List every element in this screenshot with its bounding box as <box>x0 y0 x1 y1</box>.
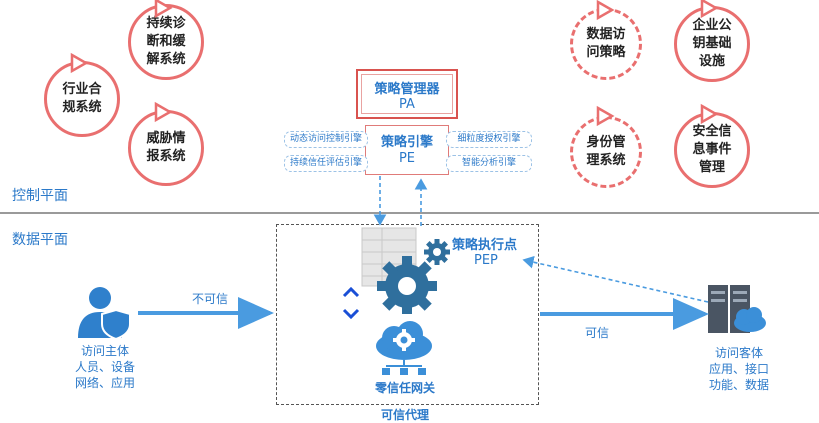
subject-line2: 人员、设备 <box>74 360 135 374</box>
pa-abbr: PA <box>399 97 415 112</box>
pep-gears-graphic <box>361 227 450 314</box>
dynamic-access-control-engine: 动态访问控制引擎 <box>284 131 368 148</box>
shield-icon <box>101 308 131 340</box>
access-subject-user-icon <box>78 287 131 340</box>
zero-trust-gateway-icon <box>376 321 432 375</box>
chevron-down-icon <box>342 308 360 320</box>
object-line2: 应用、接口 <box>708 362 769 376</box>
cdm-system-circle: 持续诊 断和缓 解系统 <box>128 4 204 80</box>
fine-grained-auth-engine: 细粒度授权引擎 <box>446 131 532 148</box>
policy-administrator-box: 策略管理器 PA <box>356 69 458 119</box>
trusted-proxy-box <box>276 224 539 405</box>
object-title: 访问客体 <box>714 346 763 360</box>
right-circle-markers <box>596 0 719 127</box>
access-object-server-icon <box>708 285 766 333</box>
pe-abbr: PE <box>398 151 416 166</box>
untrusted-label: 不可信 <box>192 292 229 306</box>
identity-management-circle: 身份管 理系统 <box>570 116 642 188</box>
subject-title: 访问主体 <box>80 344 129 358</box>
pep-abbr: PEP <box>474 253 498 268</box>
policy-engine-box: 策略引擎 PE <box>365 125 449 175</box>
pep-title: 策略执行点 <box>452 238 518 253</box>
expand-collapse-chevrons <box>342 286 360 320</box>
siem-circle: 安全信 息事件 管理 <box>674 112 750 188</box>
subject-line3: 网络、应用 <box>74 376 135 390</box>
marker-triangle <box>154 101 173 123</box>
object-line3: 功能、数据 <box>708 378 769 392</box>
object-to-pep-dashed-arrow <box>522 255 709 303</box>
trusted-label: 可信 <box>585 326 610 340</box>
gateway-gear-icon <box>393 329 415 351</box>
big-gear-icon <box>377 256 437 314</box>
marker-triangle <box>154 0 173 19</box>
chevron-up-icon <box>342 286 360 298</box>
marker-triangle <box>596 105 615 127</box>
control-plane-label: 控制平面 <box>12 188 68 204</box>
small-gear-icon <box>424 239 450 265</box>
pki-circle: 企业公 钥基础 设施 <box>674 6 750 82</box>
proxy-label: 可信代理 <box>380 408 429 422</box>
data-access-policy-circle: 数据访 问策略 <box>570 8 642 80</box>
left-circle-markers <box>70 0 173 123</box>
plane-divider <box>0 212 819 214</box>
pe-title: 策略引擎 <box>380 135 433 150</box>
marker-triangle <box>70 52 89 74</box>
data-plane-label: 数据平面 <box>12 232 68 248</box>
intelligent-analysis-engine: 智能分析引擎 <box>446 155 532 172</box>
gateway-label: 零信任网关 <box>374 381 435 395</box>
marker-triangle <box>596 0 615 21</box>
pa-title: 策略管理器 <box>374 82 440 97</box>
marker-triangle <box>700 103 719 125</box>
marker-triangle <box>700 0 719 19</box>
continuous-trust-eval-engine: 持续信任评估引擎 <box>284 155 368 172</box>
threat-intel-circle: 威胁情 报系统 <box>128 110 204 186</box>
compliance-system-circle: 行业合 规系统 <box>44 61 120 137</box>
